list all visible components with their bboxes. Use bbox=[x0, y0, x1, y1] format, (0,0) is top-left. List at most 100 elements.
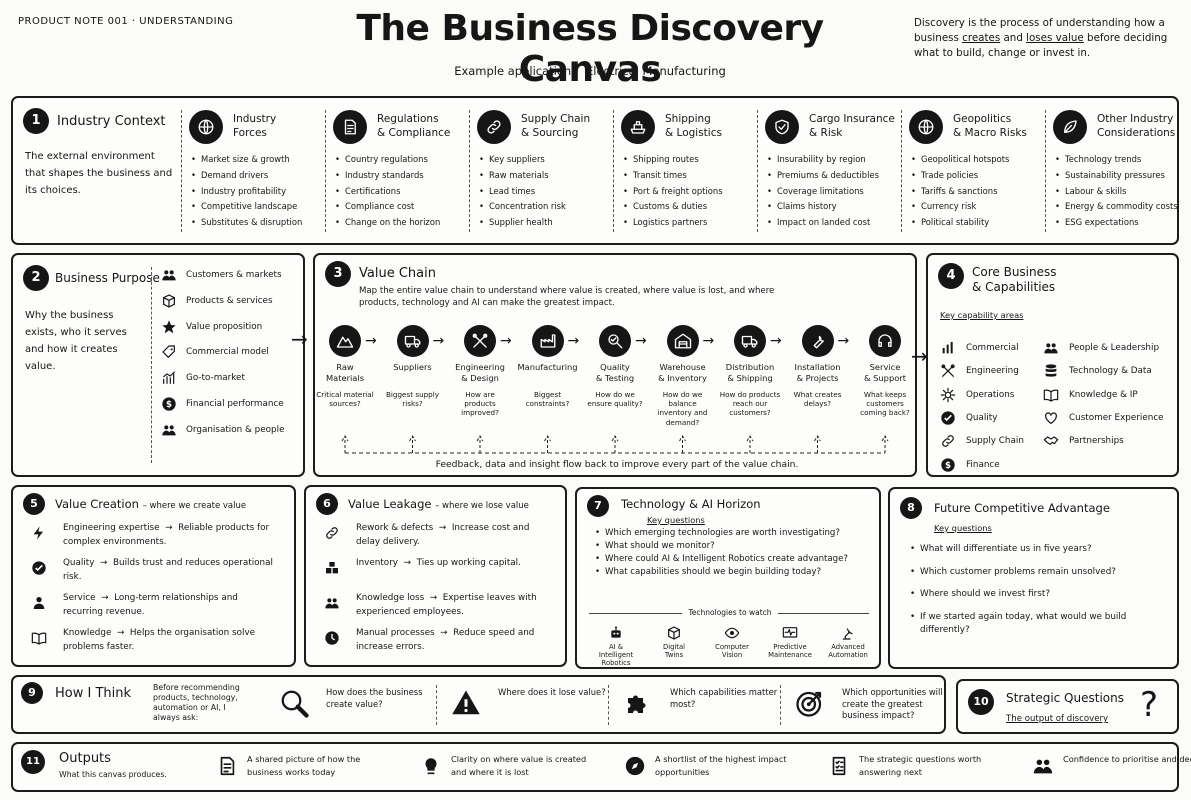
outputs-section: 11 Outputs What this canvas produces. A … bbox=[11, 742, 1191, 792]
arrow-right-icon: → bbox=[567, 333, 580, 349]
truck-icon bbox=[404, 335, 420, 348]
technology-name-line: Twins bbox=[664, 651, 684, 659]
list-item: Raw materials bbox=[479, 168, 566, 184]
step-name-line-1: Engineering bbox=[455, 362, 505, 372]
database-icon bbox=[1045, 364, 1057, 377]
boxes-icon bbox=[326, 562, 338, 574]
arrow-right-icon: → bbox=[770, 333, 782, 349]
technology-name-line: Automation bbox=[828, 651, 868, 659]
title-text: Value Creation bbox=[55, 497, 139, 511]
chain-link-icon bbox=[942, 435, 954, 448]
value-chain-step-icon bbox=[599, 325, 631, 357]
think-item-label: Where does it lose value? bbox=[498, 687, 606, 697]
section-number-11: 11 bbox=[21, 750, 45, 774]
item-cause: Rework & defects bbox=[356, 523, 434, 533]
arrow-right-icon: → bbox=[94, 558, 113, 568]
industry-column-title: Cargo Insurance& Risk bbox=[809, 112, 895, 140]
technology-icon bbox=[724, 625, 740, 641]
list-item: Substitutes & disruption bbox=[191, 215, 302, 231]
section-title: Business Purpose bbox=[55, 271, 160, 285]
purpose-item-icon bbox=[161, 370, 177, 386]
header-kicker: PRODUCT NOTE 001 · UNDERSTANDING bbox=[18, 16, 234, 27]
tools-icon bbox=[472, 333, 488, 348]
heartbeat-monitor-icon bbox=[782, 627, 798, 638]
capability-item-label: Operations bbox=[966, 389, 1015, 400]
divider bbox=[901, 110, 902, 232]
key-questions-list: Which emerging technologies are worth in… bbox=[595, 527, 875, 579]
think-item-icon bbox=[450, 687, 482, 719]
item-icon bbox=[31, 630, 47, 646]
checklist-icon bbox=[832, 756, 846, 776]
section-subtitle: What this canvas produces. bbox=[59, 770, 167, 779]
people-icon bbox=[162, 270, 176, 281]
list-item: Industry standards bbox=[335, 168, 440, 184]
people-icon bbox=[162, 425, 176, 436]
industry-column-title: Regulations& Compliance bbox=[377, 112, 450, 140]
value-chain-step-icon bbox=[396, 325, 429, 357]
cube-icon bbox=[163, 294, 175, 308]
item-cause: Manual processes bbox=[356, 628, 435, 638]
value-chain-step-name: Quality& Testing bbox=[584, 362, 646, 386]
industry-column-title: Supply Chain& Sourcing bbox=[521, 112, 590, 140]
intro-loses-value: loses value bbox=[1026, 32, 1084, 44]
divider bbox=[757, 110, 758, 232]
industry-context-section: 1 Industry Context The external environm… bbox=[11, 96, 1179, 245]
future-competitive-advantage-section: 8 Future Competitive Advantage Key quest… bbox=[888, 487, 1179, 669]
section-description: Why the business exists, who it serves a… bbox=[25, 310, 127, 372]
value-chain-step-name: Manufacturing bbox=[517, 362, 579, 386]
item-effect: Helps the organisation solve problems fa… bbox=[63, 628, 256, 652]
item-text: Service → Long-term relationships and re… bbox=[63, 591, 278, 619]
capability-item-label: Engineering bbox=[966, 366, 1019, 377]
step-name-line-2: & Inventory bbox=[658, 372, 707, 383]
value-chain-step-question: How do we ensure quality? bbox=[587, 390, 643, 409]
industry-column-list: Technology trendsSustainability pressure… bbox=[1055, 152, 1178, 231]
list-item: Concentration risk bbox=[479, 199, 566, 215]
question-mark-icon: ? bbox=[1140, 685, 1159, 725]
business-purpose-section: 2 Business Purpose Why the business exis… bbox=[11, 253, 305, 477]
arrow-right-icon: → bbox=[159, 523, 179, 533]
industry-column-icon bbox=[189, 110, 223, 144]
section-title: Value Chain bbox=[359, 266, 436, 281]
step-name-line-1: Installation bbox=[794, 362, 841, 372]
industry-column-icon bbox=[477, 110, 511, 144]
svg-text:$: $ bbox=[945, 461, 951, 471]
divider bbox=[181, 110, 182, 232]
section-number-10: 10 bbox=[968, 689, 994, 715]
technology-name-line: Intelligent bbox=[598, 651, 634, 659]
eye-icon bbox=[724, 627, 740, 639]
arrow-right-icon: → bbox=[635, 333, 647, 349]
purpose-item: Products & services bbox=[161, 293, 273, 309]
output-item-label: A shared picture of how the business wor… bbox=[247, 754, 361, 777]
section-subtitle: Key questions bbox=[647, 515, 705, 525]
list-item: Market size & growth bbox=[191, 152, 302, 168]
output-item-icon bbox=[623, 754, 647, 778]
dollar-icon: $ bbox=[941, 457, 955, 472]
capability-item: Knowledge & IP bbox=[1043, 387, 1138, 403]
item-icon bbox=[31, 560, 47, 576]
robot-icon bbox=[611, 626, 621, 638]
divider bbox=[1045, 110, 1046, 232]
industry-column-list: Shipping routesTransit timesPort & freig… bbox=[623, 152, 723, 231]
output-item-icon bbox=[1031, 754, 1055, 778]
shield-icon bbox=[775, 119, 789, 135]
purpose-item-icon bbox=[161, 422, 177, 438]
think-item-label: Which capabilities matter most? bbox=[670, 687, 778, 709]
intro-post: before deciding what to build, change or… bbox=[914, 32, 1168, 59]
feedback-text: Feedback, data and insight flow back to … bbox=[435, 459, 799, 470]
section-number-5: 5 bbox=[23, 493, 45, 515]
key-question: Where could AI & Intelligent Robotics cr… bbox=[595, 553, 875, 566]
purpose-item: Organisation & people bbox=[161, 422, 284, 438]
technology-icon bbox=[666, 625, 682, 641]
globe-icon bbox=[198, 119, 214, 135]
strategic-questions-section: 10 Strategic Questions The output of dis… bbox=[956, 679, 1179, 734]
key-question: What should we monitor? bbox=[595, 540, 875, 553]
step-name-line-1: Manufacturing bbox=[517, 362, 578, 372]
column-title-line-2: & Compliance bbox=[377, 127, 451, 139]
purpose-item-label: Organisation & people bbox=[186, 424, 285, 435]
